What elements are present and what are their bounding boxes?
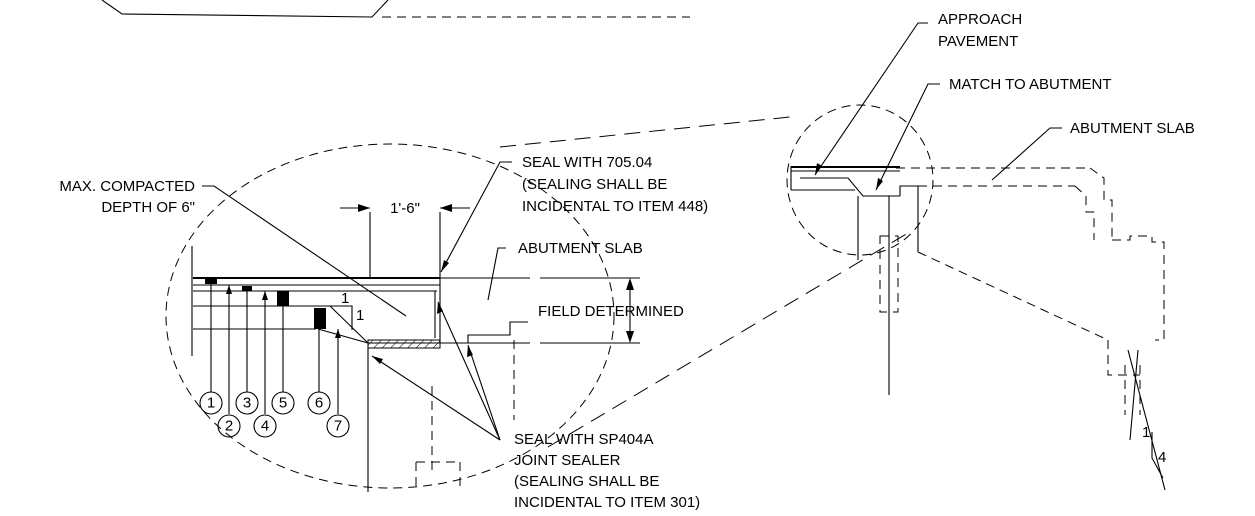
slope-overview-run: 4: [1158, 449, 1166, 466]
callout-7-label: 7: [334, 418, 342, 435]
abutment-slab-overview-label: ABUTMENT SLAB: [1070, 120, 1195, 137]
callout-5-label: 5: [279, 395, 287, 412]
slope-detail-rise: 1: [341, 290, 349, 307]
callout-5: 5: [271, 391, 295, 415]
slope-detail-run: 1: [356, 307, 364, 324]
seal-705-label-line1: SEAL WITH 705.04: [522, 154, 652, 171]
callout-3: 3: [235, 391, 259, 415]
match-abutment-label: MATCH TO ABUTMENT: [949, 76, 1112, 93]
callout-2: 2: [217, 414, 241, 438]
seal-705-label-line3: INCIDENTAL TO ITEM 448): [522, 198, 708, 215]
callout-1-label: 1: [207, 395, 215, 412]
callout-4: 4: [253, 414, 277, 438]
approach-label-line1: APPROACH: [938, 11, 1022, 28]
overview-leaders: [814, 22, 1164, 479]
overview-view: [786, 104, 1166, 491]
seal-705-label-line2: (SEALING SHALL BE: [522, 176, 667, 193]
annotation-leaders: [202, 161, 512, 441]
abutment-slab-detail-label: ABUTMENT SLAB: [518, 240, 643, 257]
field-determined-dimension: [540, 277, 640, 344]
top-partial-view: [101, 0, 690, 18]
field-determined-label: FIELD DETERMINED: [538, 303, 684, 320]
detail-leader-lines: [499, 116, 909, 448]
callout-6: 6: [307, 391, 331, 415]
one-foot-six-dimension: [340, 204, 470, 212]
detail-circle: [165, 143, 615, 489]
dimension-label: 1'-6": [390, 200, 420, 217]
seal-sp404a-label-line3: (SEALING SHALL BE: [514, 473, 659, 490]
seal-sp404a-label-line1: SEAL WITH SP404A: [514, 431, 654, 448]
overview-labels: APPROACH PAVEMENT MATCH TO ABUTMENT ABUT…: [938, 11, 1195, 466]
callout-1: 1: [199, 391, 223, 415]
approach-label-line2: PAVEMENT: [938, 33, 1018, 50]
callout-circles: 1 2 3 4 5 6 7: [199, 391, 350, 438]
detail-labels: MAX. COMPACTED DEPTH OF 6" 1'-6" SEAL WI…: [59, 154, 708, 511]
callout-3-label: 3: [243, 395, 251, 412]
seal-sp404a-label-line2: JOINT SEALER: [514, 452, 621, 469]
seal-sp404a-label-line4: INCIDENTAL TO ITEM 301): [514, 494, 700, 511]
slope-overview-rise: 1: [1142, 424, 1150, 441]
callout-6-label: 6: [315, 395, 323, 412]
callout-7: 7: [326, 414, 350, 438]
slope-triangle-detail: [330, 305, 353, 330]
abutment-slab-detail: [415, 277, 530, 490]
layer-markers: [205, 279, 326, 329]
max-compacted-label-line1: MAX. COMPACTED: [59, 178, 195, 195]
callout-2-label: 2: [225, 418, 233, 435]
pavement-layers: [191, 212, 441, 492]
max-compacted-label-line2: DEPTH OF 6": [101, 199, 195, 216]
callout-leaders: [210, 283, 341, 414]
callout-4-label: 4: [261, 418, 269, 435]
